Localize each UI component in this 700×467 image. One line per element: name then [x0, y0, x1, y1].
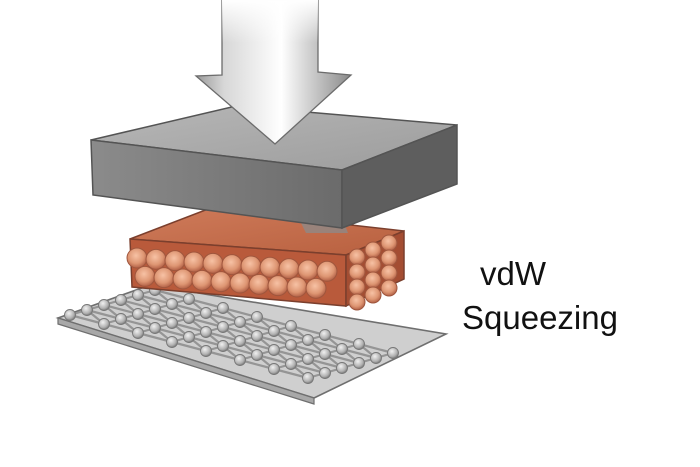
lattice-node: [200, 345, 212, 357]
slab-bead: [210, 271, 232, 293]
lattice-node: [183, 293, 195, 305]
label-line-vdw: vdW: [480, 255, 546, 292]
slab-bead: [364, 271, 382, 289]
lattice-node: [319, 348, 331, 360]
lattice-node: [302, 334, 314, 346]
lattice-node: [183, 331, 195, 343]
slab-bead: [364, 241, 382, 259]
lattice-node: [251, 311, 263, 323]
slab-bead: [297, 259, 319, 281]
lattice-node: [183, 312, 195, 324]
lattice-node: [217, 321, 229, 333]
slab-bead: [380, 249, 398, 267]
lattice-node: [353, 357, 365, 369]
slab-bead: [191, 269, 213, 291]
label-line-squeezing: Squeezing: [462, 299, 618, 336]
lattice-node: [166, 298, 178, 310]
lattice-node: [115, 294, 127, 306]
lattice-node: [302, 372, 314, 384]
lattice-node: [285, 358, 297, 370]
slab-bead: [364, 286, 382, 304]
lattice-node: [234, 335, 246, 347]
lattice-node: [98, 318, 110, 330]
slab-bead: [305, 277, 327, 299]
slab-bead: [364, 256, 382, 274]
lattice-node: [268, 344, 280, 356]
slab-bead: [248, 273, 270, 295]
slab-bead: [221, 254, 243, 276]
lattice-node: [370, 352, 382, 364]
lattice-node: [285, 339, 297, 351]
lattice-node: [285, 320, 297, 332]
slab-bead: [348, 248, 366, 266]
slab-bead: [240, 255, 262, 277]
lattice-node: [336, 343, 348, 355]
lattice-node: [149, 322, 161, 334]
slab-bead: [164, 250, 186, 272]
lattice-node: [132, 289, 144, 301]
lattice-node: [64, 309, 76, 321]
slab-beads: [126, 234, 398, 311]
lattice-nodes: [64, 284, 399, 384]
material-slab: [126, 208, 405, 311]
lattice-node: [268, 363, 280, 375]
slab-bead: [278, 258, 300, 280]
slab-bead: [134, 265, 156, 287]
lattice-node: [166, 336, 178, 348]
lattice-node: [251, 349, 263, 361]
lattice-node: [302, 353, 314, 365]
slab-bead: [380, 234, 398, 252]
lattice-node: [132, 308, 144, 320]
lattice-node: [387, 347, 399, 359]
lattice-node: [217, 340, 229, 352]
slab-bead: [145, 248, 167, 270]
lattice-node: [336, 362, 348, 374]
lattice-node: [353, 338, 365, 350]
down-arrow-icon: [194, 0, 353, 145]
lattice-node: [268, 325, 280, 337]
lattice-node: [98, 299, 110, 311]
vdw-squeezing-label: vdW Squeezing: [462, 252, 692, 340]
slab-bead: [348, 278, 366, 296]
lattice-node: [149, 303, 161, 315]
slab-bead: [267, 275, 289, 297]
lattice-node: [251, 330, 263, 342]
lattice-node: [115, 313, 127, 325]
lattice-node: [217, 302, 229, 314]
slab-bead: [380, 279, 398, 297]
lattice-node: [319, 367, 331, 379]
slab-bead: [126, 247, 148, 269]
slab-bead: [316, 260, 338, 282]
lattice-node: [166, 317, 178, 329]
slab-bead: [183, 251, 205, 273]
lattice-node: [234, 354, 246, 366]
slab-bead: [172, 268, 194, 290]
slab-bead: [348, 263, 366, 281]
slab-bead: [229, 272, 251, 294]
lattice-node: [200, 307, 212, 319]
lattice-node: [200, 326, 212, 338]
lattice-node: [132, 327, 144, 339]
slab-bead: [348, 293, 366, 311]
slab-bead: [286, 276, 308, 298]
lattice-node: [319, 329, 331, 341]
slab-bead: [153, 267, 175, 289]
slab-bead: [380, 264, 398, 282]
slab-bead: [202, 252, 224, 274]
lattice-node: [234, 316, 246, 328]
lattice-node: [81, 304, 93, 316]
lattice-sheet: [55, 284, 449, 405]
slab-bead: [259, 256, 281, 278]
